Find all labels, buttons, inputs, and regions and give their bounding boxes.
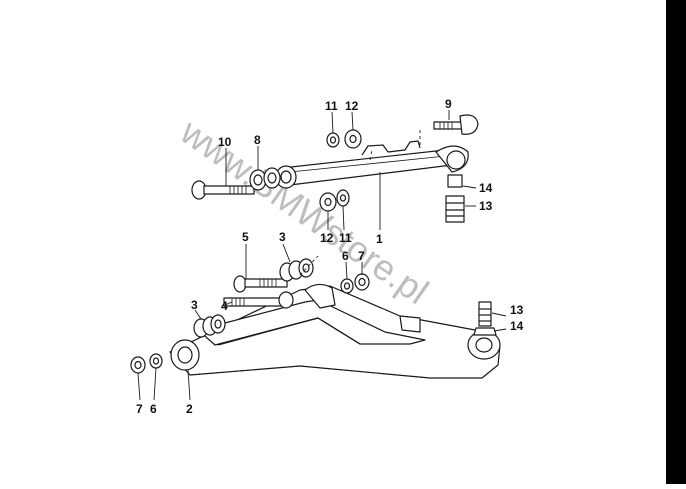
callout-12-lower: 12 [320,231,334,245]
callout-10: 10 [218,135,232,149]
bolt-4 [223,291,294,309]
callout-5: 5 [242,230,249,244]
callout-4: 4 [221,299,228,313]
callout-labels: 1 2 3 3 4 5 6 6 7 7 8 9 10 11 11 12 12 1… [136,97,524,416]
callout-7-upper: 7 [358,249,365,263]
upper-control-arm [275,140,469,189]
edge-bar [666,0,686,484]
callout-13-upper: 13 [479,199,493,213]
callout-1: 1 [376,232,383,246]
callout-13-lower: 13 [510,303,524,317]
callout-11-upper: 11 [325,99,338,113]
lower-control-arm [169,283,501,379]
callout-7-lower: 7 [136,402,143,416]
bolt-5 [233,275,288,293]
callout-14-upper: 14 [479,181,493,195]
callout-12-upper: 12 [345,99,359,113]
callout-9: 9 [445,97,452,111]
callout-6-upper: 6 [342,249,349,263]
bolt-10 [191,180,255,200]
callout-6-lower: 6 [150,402,157,416]
callout-3-upper: 3 [279,230,286,244]
callout-8: 8 [254,133,261,147]
watermark-text: www.BMWstore.pl [173,110,437,312]
callout-14-lower: 14 [510,319,524,333]
bolt-9 [433,114,479,135]
callout-11-lower: 11 [339,231,352,245]
lower-ball-joint [473,301,497,336]
upper-ball-joint [445,174,465,223]
callout-2: 2 [186,402,193,416]
callout-3-lower: 3 [191,298,198,312]
leader-lines [137,110,507,401]
